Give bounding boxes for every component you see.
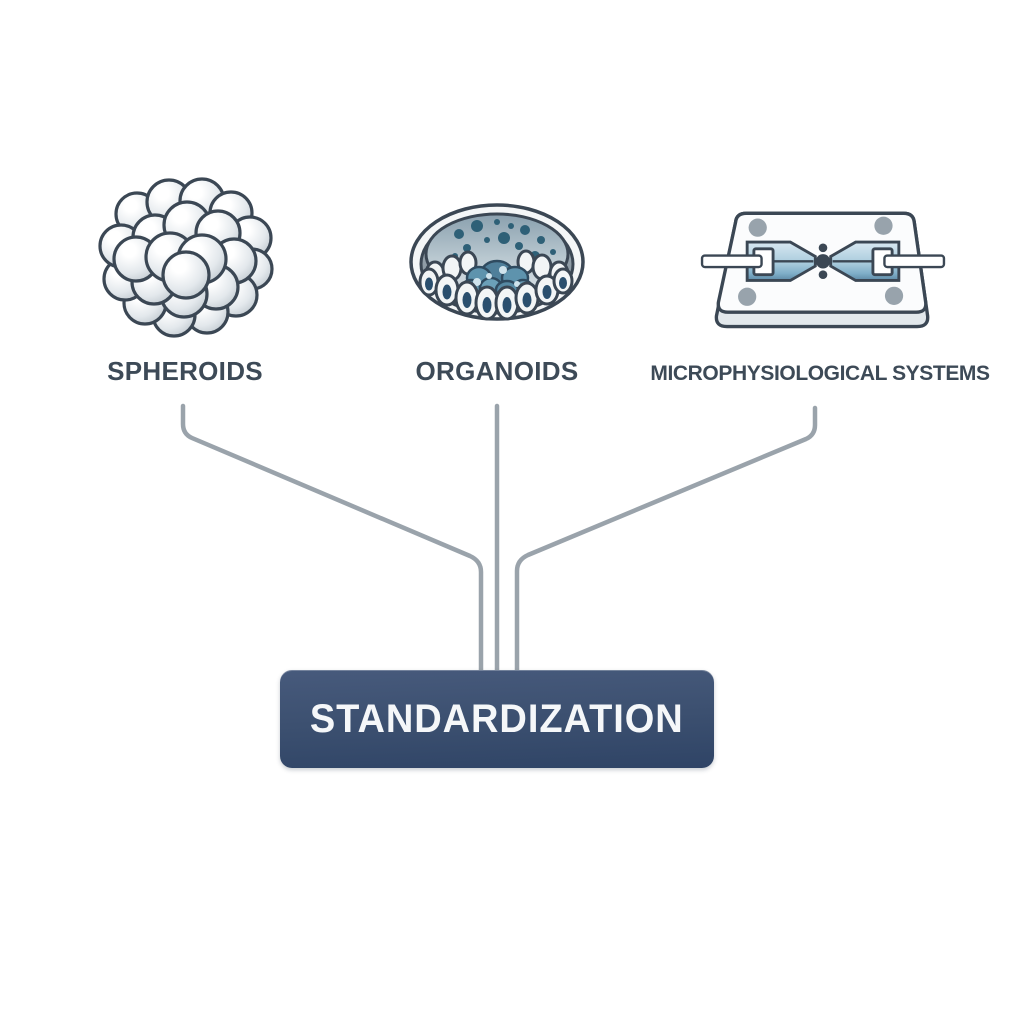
chip-screws	[738, 216, 904, 306]
label-organoids: ORGANOIDS	[415, 356, 579, 386]
microfluidic-chip-icon	[700, 211, 946, 329]
organoid-culture-dish-icon	[409, 203, 585, 321]
chip-center-dots	[815, 243, 831, 280]
standardization-label: STANDARDIZATION	[310, 696, 684, 741]
label-spheroids: SPHEROIDS	[107, 356, 263, 386]
organoid-front-cells	[418, 267, 574, 321]
chip-left-tube	[700, 254, 763, 269]
chip-right-tube	[883, 254, 946, 269]
standardization-box: STANDARDIZATION	[280, 670, 714, 768]
connector-spheroids	[180, 403, 484, 673]
spheroid-cell-cluster-icon	[98, 177, 274, 338]
connector-mps	[514, 405, 818, 673]
label-microphysiological-systems: MICROPHYSIOLOGICAL SYSTEMS	[650, 362, 990, 385]
